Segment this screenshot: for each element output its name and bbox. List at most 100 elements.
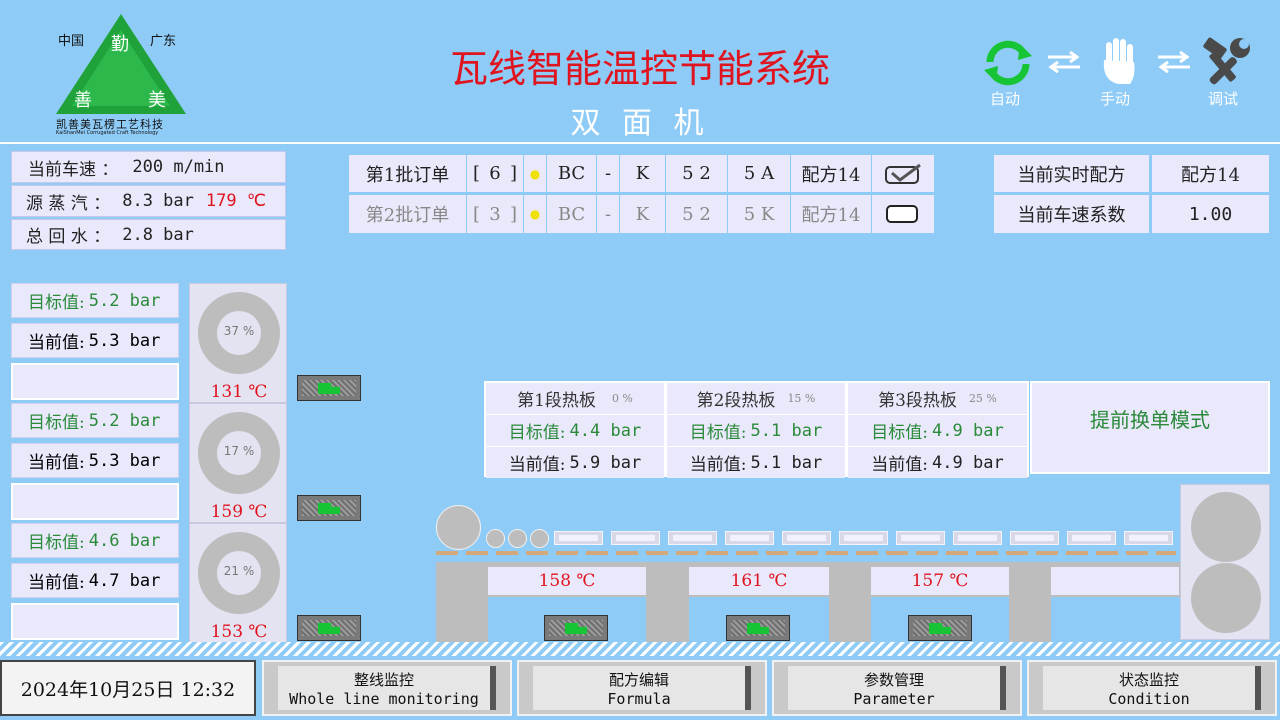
- hotplate-1-temp: 158 ℃: [538, 571, 596, 591]
- nav-whole-line-button[interactable]: 整线监控 Whole line monitoring: [262, 660, 512, 716]
- header-divider: [0, 142, 1280, 144]
- hotplate-3-header: 第3段热板 25 %: [848, 383, 1027, 414]
- current-value: 5.3 bar: [88, 330, 161, 351]
- hotplate-table: 第1段热板 0 % 第2段热板 15 % 第3段热板 25 % 目标值:4.4 …: [484, 381, 1029, 478]
- order-row-1-name: 第1批订单: [349, 155, 466, 192]
- target-label: 目标值:: [28, 293, 85, 313]
- current-label: 当前值:: [871, 455, 929, 475]
- target-value: 5.2 bar: [88, 410, 161, 431]
- hotplate-2-current: 当前值:5.1 bar: [667, 447, 845, 478]
- preheater-3-temp: 153 ℃: [210, 622, 268, 642]
- nav-formula-button[interactable]: 配方编辑 Formula: [517, 660, 767, 716]
- order-row-2-paper: K: [620, 195, 665, 233]
- preheater-2-target[interactable]: 目标值: 5.2 bar: [11, 403, 179, 438]
- hotplate-1-valve[interactable]: [544, 615, 608, 641]
- datetime-text: 2024年10月25日 12:32: [20, 678, 236, 701]
- order-row-1-checkbox[interactable]: [872, 155, 934, 192]
- hotplate-2-pct: 15 %: [787, 392, 816, 405]
- return-label: 总 回 水 ：: [26, 227, 111, 247]
- pressure-plate: [1124, 531, 1173, 545]
- tools-icon: [1203, 37, 1250, 85]
- hotplate-1-target[interactable]: 目标值:4.4 bar: [486, 415, 664, 446]
- hotplate-4-body: [1051, 567, 1179, 595]
- current-label: 当前值:: [28, 573, 85, 593]
- hotplate-3-target[interactable]: 目标值:4.9 bar: [848, 415, 1027, 446]
- ring-icon: [198, 292, 280, 374]
- order-row-1-recipe: 配方14: [791, 155, 871, 192]
- nav-label-en: Formula: [607, 690, 671, 708]
- nav-label-cn: 参数管理: [863, 671, 924, 689]
- order-row-2-number: [3]: [467, 195, 523, 233]
- bracket-left: [: [473, 203, 481, 225]
- hotplate-3-name: 第3段热板: [878, 391, 957, 411]
- preheater-1-target[interactable]: 目标值: 5.2 bar: [11, 283, 179, 318]
- bracket-right: ]: [509, 203, 517, 225]
- glue-roller-large: [436, 505, 481, 550]
- target-label: 目标值:: [28, 413, 85, 433]
- preheater-3-valve[interactable]: [297, 615, 361, 641]
- mode-auto-label: 自动: [990, 90, 1021, 108]
- status-return-row: 总 回 水 ： 2.8 bar: [11, 219, 286, 250]
- machine-gap-4: [1051, 597, 1181, 644]
- current-recipe-value[interactable]: 配方14: [1152, 155, 1269, 192]
- order-row-2-dash: -: [597, 195, 619, 233]
- nav-inner: 参数管理 Parameter: [788, 666, 1006, 710]
- preheater-1-gauge: 37 % 131 ℃: [189, 283, 287, 403]
- preheater-2-gauge: 17 % 159 ℃: [189, 403, 287, 523]
- hotplate-3-valve[interactable]: [908, 615, 972, 641]
- logo-bottom-left: 善: [74, 90, 92, 111]
- nav-label-en: Condition: [1108, 690, 1190, 708]
- order-row-1-width: 5 2: [666, 155, 727, 192]
- preheater-3-target[interactable]: 目标值: 4.6 bar: [11, 523, 179, 558]
- swap-arrows-icon: [1046, 50, 1082, 74]
- preheater-1-valve[interactable]: [297, 375, 361, 401]
- current-value: 5.1 bar: [750, 452, 823, 473]
- mode-manual[interactable]: 手动: [1092, 36, 1148, 112]
- current-label: 当前值:: [689, 455, 747, 475]
- company-logo: 中国 广东 勤 善 美 凯善美瓦楞工艺科技 KaiShanMei Corruga…: [52, 8, 190, 140]
- checked-icon: [885, 163, 921, 184]
- preheater-3-current: 当前值: 4.7 bar: [11, 563, 179, 598]
- target-value: 4.6 bar: [88, 530, 161, 551]
- advance-mode-label: 提前换单模式: [1090, 408, 1210, 432]
- unchecked-icon: [886, 205, 918, 223]
- speed-label: 当前车速 ：: [28, 159, 119, 180]
- current-value: 5.9 bar: [569, 452, 642, 473]
- pressure-plate: [725, 531, 774, 545]
- preheater-2-temp: 159 ℃: [210, 502, 268, 522]
- pull-roller-top: [1191, 492, 1261, 562]
- mode-debug-label: 调试: [1208, 90, 1239, 108]
- order-row-1-flute: BC: [547, 155, 596, 192]
- roller-small-3: [530, 529, 549, 548]
- return-value: 2.8 bar: [122, 224, 194, 245]
- nav-label-en: Parameter: [853, 690, 935, 708]
- hotplate-2-valve[interactable]: [726, 615, 790, 641]
- nav-condition-button[interactable]: 状态监控 Condition: [1027, 660, 1277, 716]
- logo-left-text: 中国: [58, 34, 85, 49]
- target-value: 5.2 bar: [88, 290, 161, 311]
- nav-inner: 整线监控 Whole line monitoring: [278, 666, 496, 710]
- target-label: 目标值:: [28, 533, 85, 553]
- speed-coef-value[interactable]: 1.00: [1152, 195, 1269, 233]
- roller-small-2: [508, 529, 527, 548]
- mode-debug[interactable]: 调试: [1198, 36, 1258, 112]
- hotplate-1-pct: 0 %: [611, 392, 633, 405]
- order-row-2-checkbox[interactable]: [872, 195, 934, 233]
- steam-value: 8.3 bar: [122, 191, 194, 211]
- nav-parameter-button[interactable]: 参数管理 Parameter: [772, 660, 1022, 716]
- logo-right-text: 广东: [150, 34, 177, 49]
- hotplate-2-target[interactable]: 目标值:5.1 bar: [667, 415, 845, 446]
- pressure-plate: [1010, 531, 1059, 545]
- steam-temp: 179 ℃: [205, 191, 266, 211]
- speed-coef-label: 当前车速系数: [994, 195, 1149, 233]
- logo-company-en: KaiShanMei Corrugated Craft Technology: [56, 130, 159, 136]
- preheater-2-valve[interactable]: [297, 495, 361, 521]
- ring-icon: [198, 412, 280, 494]
- preheater-3-pct: 21 %: [223, 564, 255, 578]
- valve-arrow-icon: [318, 383, 340, 394]
- advance-mode-button[interactable]: 提前换单模式: [1030, 381, 1270, 474]
- hotplate-2-name: 第2段热板: [696, 391, 776, 411]
- order-count: 6: [489, 163, 501, 184]
- hotplate-3-temp: 157 ℃: [911, 571, 969, 591]
- mode-auto[interactable]: 自动: [978, 36, 1038, 112]
